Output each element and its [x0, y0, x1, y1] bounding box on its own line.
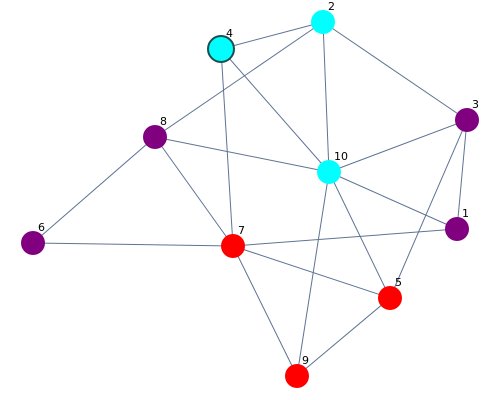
edge-10-9 [296, 171, 330, 377]
edge-4-2 [220, 21, 324, 50]
node-label-8: 8 [160, 115, 167, 128]
edge-2-3 [322, 21, 468, 121]
edge-3-10 [328, 119, 468, 173]
edge-3-5 [389, 119, 468, 299]
edge-7-1 [232, 228, 458, 247]
node-8[interactable] [143, 125, 167, 149]
node-label-10: 10 [334, 150, 348, 163]
node-4[interactable] [207, 35, 235, 63]
node-3[interactable] [455, 108, 479, 132]
labels-layer: 1 2 3 4 5 6 7 8 9 10 [38, 0, 479, 367]
edge-8-10 [154, 136, 330, 173]
edge-7-5 [232, 245, 391, 299]
node-1[interactable] [445, 217, 469, 241]
edge-8-6 [32, 136, 156, 244]
edge-10-1 [328, 171, 458, 230]
edge-2-10 [322, 21, 330, 173]
edge-7-9 [232, 245, 298, 377]
nodes-layer [21, 10, 479, 388]
node-label-7: 7 [238, 224, 245, 237]
edge-2-8 [154, 21, 324, 138]
edge-3-1 [456, 119, 468, 230]
node-6[interactable] [21, 231, 45, 255]
edge-5-9 [296, 297, 391, 377]
edge-4-7 [220, 48, 234, 247]
node-2[interactable] [311, 10, 335, 34]
node-9[interactable] [285, 364, 309, 388]
node-label-2: 2 [328, 0, 335, 13]
node-label-5: 5 [395, 276, 402, 289]
node-label-4: 4 [226, 27, 233, 40]
node-10[interactable] [317, 160, 341, 184]
node-label-6: 6 [38, 221, 45, 234]
edge-10-5 [328, 171, 391, 299]
node-label-1: 1 [462, 207, 469, 220]
node-label-9: 9 [302, 354, 309, 367]
node-5[interactable] [378, 286, 402, 310]
edge-4-10 [220, 48, 330, 173]
edges-layer [32, 21, 468, 377]
edge-8-7 [154, 136, 234, 247]
edge-6-7 [32, 242, 234, 247]
node-7[interactable] [221, 234, 245, 258]
node-label-3: 3 [472, 98, 479, 111]
